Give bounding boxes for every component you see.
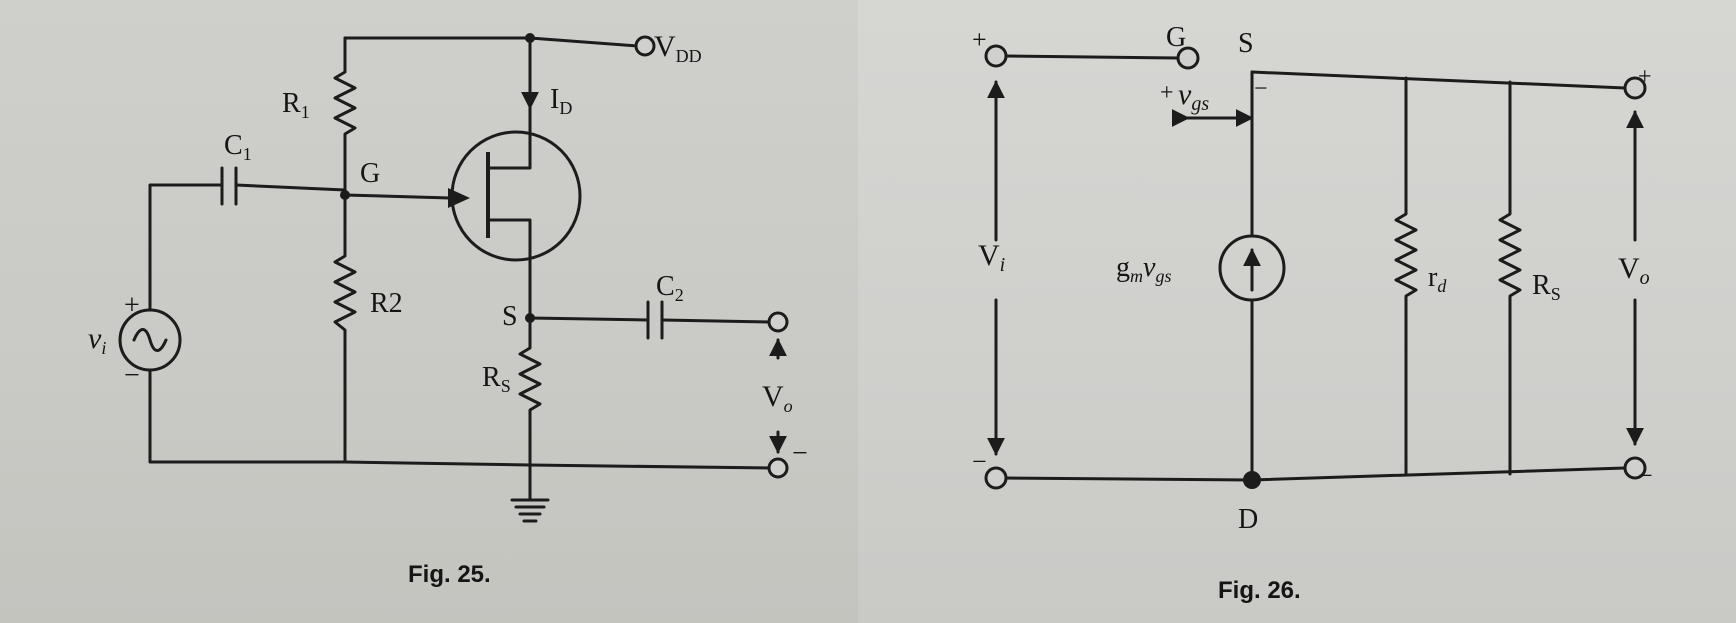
- fig26-rd-resistor: [1394, 76, 1418, 476]
- fig26-drain-rail: [1004, 466, 1627, 482]
- fig25-c1-wire-left: [148, 183, 224, 312]
- fig26-s-label: S: [1238, 28, 1254, 59]
- fig25-ac-source: [118, 308, 182, 372]
- fig25-vdd-label: VDD: [654, 30, 702, 66]
- fig26-gate-terminal: [1176, 46, 1200, 70]
- fig25-r1-resistor: [333, 36, 357, 197]
- fig25-rs-resistor: [518, 316, 542, 467]
- fig25-jfet-source-stub: [486, 218, 532, 320]
- fig26-vi-label: Vi: [978, 239, 1005, 276]
- fig26-vgs-minus: −: [1254, 76, 1268, 102]
- fig26-gm-vgs-label: gmvgs: [1116, 252, 1171, 286]
- fig26-output-plus-terminal: [1623, 76, 1647, 100]
- fig25-r2-resistor: [333, 193, 357, 464]
- fig26-drain-junction: [1243, 471, 1261, 489]
- fig26-rs-label: RS: [1532, 270, 1561, 304]
- fig25-vdd-rail: [343, 36, 639, 48]
- fig25-jfet-circle: [450, 130, 582, 262]
- fig26-input-plus-label: +: [972, 25, 987, 54]
- fig26-caption: Fig. 26.: [1218, 577, 1301, 604]
- fig26-g-label: G: [1166, 22, 1186, 53]
- figure-26-panel: [858, 0, 1736, 623]
- fig25-c2-wire-right: [660, 318, 772, 324]
- fig25-c2-wire-left: [528, 316, 650, 322]
- fig26-d-label: D: [1238, 504, 1258, 535]
- fig25-c1-wire-right: [234, 183, 347, 192]
- fig25-vi-plus: +: [124, 290, 140, 321]
- fig25-vo-minus-terminal: [767, 457, 789, 479]
- fig25-circuit: [118, 33, 789, 523]
- fig25-vdd-terminal: [634, 35, 656, 57]
- fig26-vgs-label: vgs: [1178, 78, 1209, 115]
- fig26-circuit: [984, 44, 1647, 490]
- fig26-gate-wire: [1004, 54, 1180, 60]
- fig25-id-label: ID: [550, 84, 572, 118]
- fig25-jfet-drain-stub: [486, 36, 532, 170]
- fig25-g-label: G: [360, 158, 380, 189]
- fig26-input-minus-label: −: [972, 447, 987, 476]
- fig25-vo-plus-terminal: [767, 311, 789, 333]
- fig25-c2-label: C2: [656, 271, 684, 305]
- fig25-ground-rail: [148, 368, 772, 470]
- fig26-input-minus-terminal: [984, 466, 1008, 490]
- fig25-gate-lead: [343, 193, 452, 200]
- fig26-current-source: [1218, 234, 1286, 302]
- fig25-c1-label: C1: [224, 130, 252, 164]
- fig25-vi-minus: −: [124, 360, 140, 391]
- fig26-output-plus-label: +: [1638, 64, 1652, 90]
- fig26-rs-resistor: [1498, 80, 1522, 476]
- fig26-output-minus-terminal: [1623, 456, 1647, 480]
- fig25-rs-label: RS: [482, 362, 511, 396]
- fig25-vi-label: vi: [88, 322, 106, 358]
- fig25-r1-label: R1: [282, 88, 310, 122]
- fig25-ground-symbol: [510, 463, 550, 523]
- fig25-s-label: S: [502, 301, 518, 332]
- fig25-caption: Fig. 25.: [408, 561, 491, 588]
- fig26-source-rail: [1250, 70, 1627, 90]
- fig26-vo-label: Vo: [1618, 252, 1650, 289]
- fig26-vgs-plus: +: [1160, 80, 1174, 106]
- fig25-c2-capacitor: [646, 300, 664, 340]
- fig26-input-plus-terminal: [984, 44, 1008, 68]
- fig25-vo-minus: −: [792, 438, 808, 469]
- fig26-rd-label: rd: [1428, 262, 1447, 296]
- fig25-vo-label: Vo: [762, 380, 793, 416]
- fig25-ac-wave: [132, 328, 168, 352]
- fig25-r2-label: R2: [370, 288, 403, 319]
- fig26-output-minus-label: −: [1638, 461, 1653, 490]
- fig25-c1-capacitor: [220, 166, 238, 206]
